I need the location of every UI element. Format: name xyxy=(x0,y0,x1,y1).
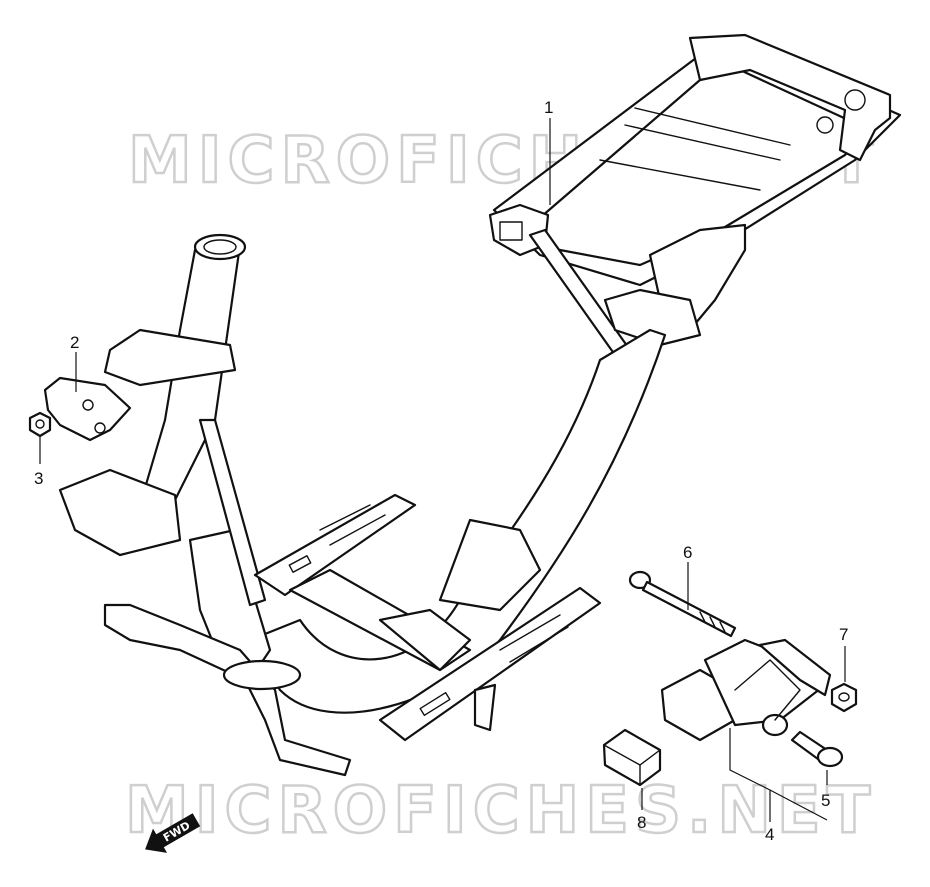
callout-5: 5 xyxy=(821,791,830,810)
part-6-long-bolt xyxy=(628,570,737,638)
part-5-bolt xyxy=(790,730,844,768)
part-4-engine-mount xyxy=(660,638,832,742)
callout-4: 4 xyxy=(765,825,774,844)
leader-lines xyxy=(39,118,846,822)
callout-7: 7 xyxy=(839,625,848,644)
part-2-bracket xyxy=(43,376,132,442)
callout-3: 3 xyxy=(34,469,43,488)
callout-2: 2 xyxy=(70,333,79,352)
part-8-cushion xyxy=(602,728,662,787)
callout-1: 1 xyxy=(544,98,553,117)
part-3-nut xyxy=(28,411,52,438)
watermark-bottom: MICROFICHES.NET xyxy=(125,774,876,848)
frame-body xyxy=(58,33,902,777)
callout-6: 6 xyxy=(683,543,692,562)
callout-8: 8 xyxy=(637,813,646,832)
callouts: 1 2 3 4 5 6 7 8 xyxy=(34,98,848,844)
part-7-nut xyxy=(830,682,858,713)
